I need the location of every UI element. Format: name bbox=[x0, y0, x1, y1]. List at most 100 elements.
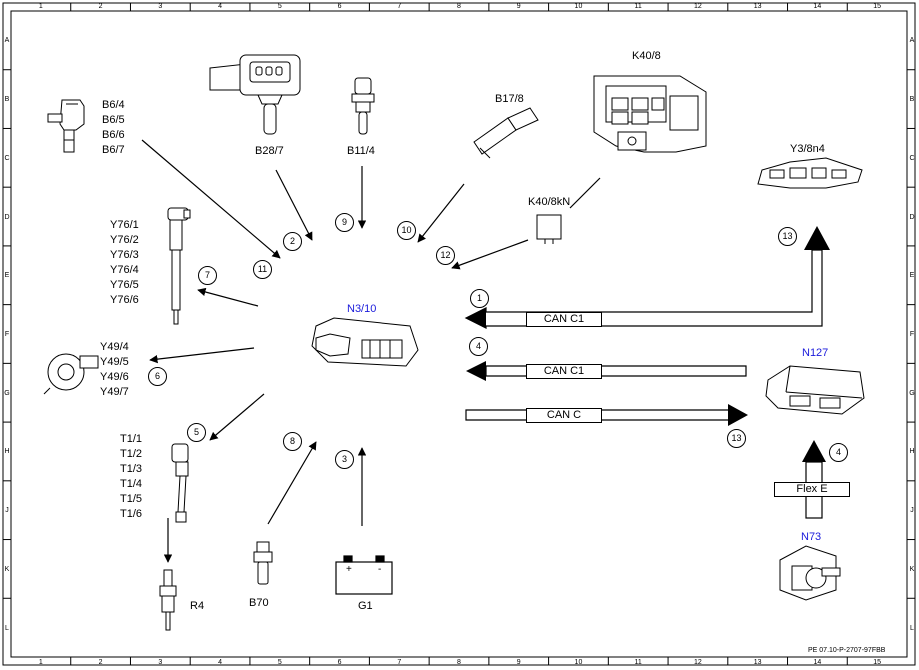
g1-label: G1 bbox=[358, 600, 373, 612]
grid-col-top-6: 6 bbox=[337, 3, 342, 10]
callout-9: 9 bbox=[335, 213, 354, 232]
can-c-label: CAN C bbox=[526, 408, 602, 423]
callout-12: 12 bbox=[436, 246, 455, 265]
camshaft-actuator-icon bbox=[43, 353, 99, 395]
n73-label: N73 bbox=[801, 531, 822, 543]
grid-row-left-E: E bbox=[4, 272, 10, 280]
y76-label-1: Y76/1 bbox=[110, 219, 139, 231]
grid-col-bottom-5: 5 bbox=[277, 659, 282, 666]
t1-label-4: T1/4 bbox=[120, 478, 143, 490]
grid-row-right-D: D bbox=[909, 213, 915, 221]
callout-5: 5 bbox=[187, 423, 206, 442]
callout-13-n127: 13 bbox=[727, 429, 746, 448]
y49-label-group: Y49/4 Y49/5 Y49/6 Y49/7 bbox=[100, 340, 129, 400]
r4-label: R4 bbox=[190, 600, 205, 612]
grid-col-top-10: 10 bbox=[574, 3, 583, 10]
camshaft-sensor-icon bbox=[47, 99, 85, 153]
y76-label-3: Y76/3 bbox=[110, 249, 139, 261]
b6-label-3: B6/6 bbox=[102, 129, 125, 141]
grid-col-top-8: 8 bbox=[457, 3, 461, 10]
relay-icon bbox=[536, 214, 562, 244]
t1-label-3: T1/3 bbox=[120, 463, 143, 475]
t1-label-5: T1/5 bbox=[120, 493, 143, 505]
grid-row-right-K: K bbox=[909, 565, 915, 573]
y76-label-group: Y76/1 Y76/2 Y76/3 Y76/4 Y76/5 Y76/6 bbox=[110, 218, 139, 308]
t1-label-group: T1/1 T1/2 T1/3 T1/4 T1/5 T1/6 bbox=[120, 432, 142, 522]
y76-label-6: Y76/6 bbox=[110, 294, 139, 306]
y49-label-3: Y49/6 bbox=[100, 371, 129, 383]
callout-6: 6 bbox=[148, 367, 167, 386]
grid-ticks bbox=[3, 3, 915, 665]
grid-row-right-H: H bbox=[909, 448, 915, 456]
grid-col-bottom-15: 15 bbox=[873, 659, 882, 666]
grid-row-left-H: H bbox=[4, 448, 10, 456]
connections bbox=[141, 139, 601, 563]
grid-row-right-B: B bbox=[909, 96, 915, 104]
grid-col-bottom-9: 9 bbox=[516, 659, 521, 666]
b6-label-2: B6/5 bbox=[102, 114, 125, 126]
grid-col-bottom-3: 3 bbox=[158, 659, 163, 666]
grid-col-top-5: 5 bbox=[277, 3, 282, 10]
grid-col-top-12: 12 bbox=[694, 3, 702, 10]
grid-row-left-K: K bbox=[4, 565, 10, 573]
b28-label: B28/7 bbox=[255, 145, 284, 157]
grid-row-left-J: J bbox=[5, 507, 9, 515]
callout-2: 2 bbox=[283, 232, 302, 251]
grid-col-top-9: 9 bbox=[516, 3, 521, 10]
can-c1-top-bus bbox=[464, 226, 830, 329]
flex-e-label: Flex E bbox=[774, 482, 850, 497]
grid-row-right-G: G bbox=[909, 389, 915, 397]
k40-8kn-label: K40/8kN bbox=[528, 196, 571, 208]
grid-row-right-A: A bbox=[909, 37, 915, 45]
battery-icon bbox=[335, 555, 393, 595]
crankshaft-sensor-icon bbox=[253, 541, 273, 585]
spark-plug-icon bbox=[159, 569, 177, 631]
grid-row-left-F: F bbox=[4, 331, 10, 338]
grid-row-right-J: J bbox=[910, 507, 914, 515]
grid-col-bottom-2: 2 bbox=[98, 659, 103, 666]
grid-col-top-1: 1 bbox=[38, 3, 43, 10]
grid-col-top-15: 15 bbox=[873, 3, 882, 10]
b6-label-4: B6/7 bbox=[102, 144, 125, 156]
can-c1-mid-bus bbox=[466, 361, 747, 381]
grid-row-right-F: F bbox=[909, 331, 915, 338]
y49-label-2: Y49/5 bbox=[100, 356, 129, 368]
y76-label-4: Y76/4 bbox=[110, 264, 139, 276]
grid-col-top-3: 3 bbox=[158, 3, 163, 10]
y76-label-2: Y76/2 bbox=[110, 234, 139, 246]
powertrain-module-icon bbox=[765, 365, 865, 415]
grid-row-left-G: G bbox=[4, 389, 10, 397]
grid-col-bottom-12: 12 bbox=[694, 659, 702, 666]
grid-col-bottom-11: 11 bbox=[634, 659, 642, 666]
grid-row-left-A: A bbox=[4, 37, 10, 45]
injector-icon bbox=[167, 207, 191, 325]
air-temp-sensor-icon bbox=[473, 107, 539, 159]
can-c1-top-label: CAN C1 bbox=[526, 312, 602, 327]
y49-label-4: Y49/7 bbox=[100, 386, 129, 398]
grid-col-bottom-1: 1 bbox=[38, 659, 43, 666]
callout-13-y3: 13 bbox=[778, 227, 797, 246]
transmission-control-icon bbox=[757, 157, 863, 189]
k40-8-label: K40/8 bbox=[632, 50, 661, 62]
callout-7: 7 bbox=[198, 266, 217, 285]
b6-label-1: B6/4 bbox=[102, 99, 125, 111]
can-c-bus bbox=[465, 404, 748, 426]
grid-col-top-11: 11 bbox=[634, 3, 642, 10]
grid-col-bottom-14: 14 bbox=[813, 659, 822, 666]
ecu-icon bbox=[311, 317, 419, 367]
b17-label: B17/8 bbox=[495, 93, 524, 105]
grid-col-bottom-13: 13 bbox=[753, 659, 762, 666]
y49-label-1: Y49/4 bbox=[100, 341, 129, 353]
flex-e-bus bbox=[802, 440, 826, 519]
n127-label: N127 bbox=[802, 347, 829, 359]
callout-4-flex: 4 bbox=[829, 443, 848, 462]
b6-label-group: B6/4 B6/5 B6/6 B6/7 bbox=[102, 98, 125, 158]
ecu-label: N3/10 bbox=[347, 303, 377, 315]
grid-col-bottom-6: 6 bbox=[337, 659, 342, 666]
grid-col-top-13: 13 bbox=[753, 3, 762, 10]
t1-label-2: T1/2 bbox=[120, 448, 143, 460]
grid-col-top-4: 4 bbox=[218, 3, 223, 10]
grid-row-right-C: C bbox=[909, 154, 915, 162]
